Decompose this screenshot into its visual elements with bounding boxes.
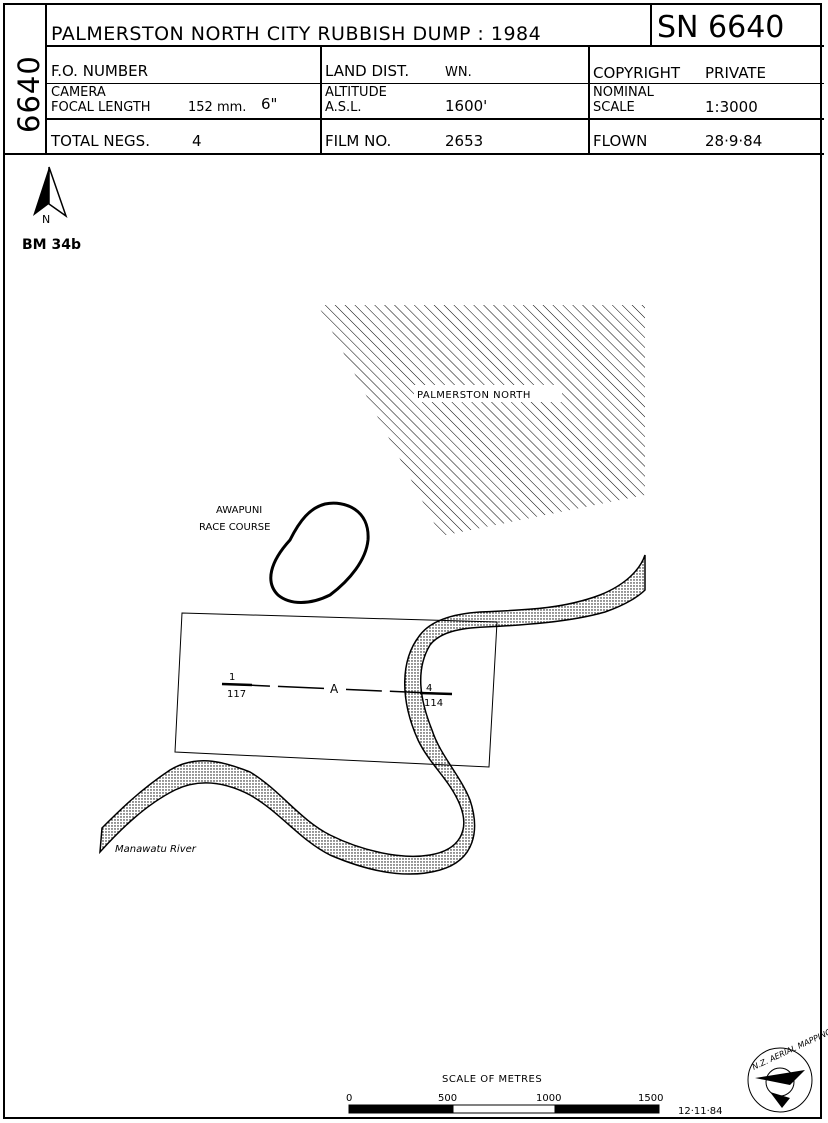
strip-start-top: 1 [229, 672, 235, 683]
north-arrow-icon: N [33, 166, 68, 226]
strip-end-top: 4 [426, 683, 432, 694]
scale-bar: SCALE OF METRES 0 500 1000 1500 [346, 1074, 663, 1114]
city-area [318, 305, 645, 536]
divider [650, 5, 652, 47]
city-label: PALMERSTON NORTH [417, 390, 531, 401]
land-dist-value: WN. [445, 65, 472, 80]
map-sheet: 6640 PALMERSTON NORTH CITY RUBBISH DUMP … [3, 3, 824, 1119]
divider [45, 45, 824, 47]
nominal-label: NOMINAL [593, 85, 654, 100]
sheet-id: SN 6640 [657, 10, 785, 45]
flight-strip: A 1 117 4 114 [221, 672, 453, 709]
total-negs-label: TOTAL NEGS. [51, 132, 150, 150]
fo-number-label: F.O. NUMBER [51, 62, 149, 80]
river [99, 554, 646, 875]
river-label: Manawatu River [115, 844, 197, 855]
strip-start-bottom: 117 [227, 689, 246, 700]
land-dist-label: LAND DIST. [325, 62, 410, 80]
photo-coverage-box [174, 612, 498, 768]
film-no-value: 2653 [445, 132, 484, 150]
north-label: N [42, 213, 50, 226]
altitude-label: ALTITUDE [325, 85, 387, 100]
focal-length-inch: 6" [261, 95, 278, 113]
scale-title: SCALE OF METRES [442, 1074, 542, 1085]
flown-label: FLOWN [593, 132, 648, 150]
divider [45, 83, 824, 84]
scale-tick-1500: 1500 [638, 1093, 663, 1104]
issue-date: 12·11·84 [678, 1106, 723, 1117]
divider [588, 45, 590, 155]
benchmark-label: BM 34b [22, 237, 81, 253]
flown-value: 28·9·84 [705, 132, 763, 150]
divider [320, 45, 322, 155]
divider [45, 5, 47, 155]
divider [5, 153, 824, 155]
film-no-label: FILM NO. [325, 132, 392, 150]
strip-letter: A [330, 682, 339, 696]
scale-tick-1000: 1000 [536, 1093, 561, 1104]
racecourse-label-2: RACE COURSE [199, 522, 270, 533]
focal-length-value: 152 mm. [188, 100, 247, 115]
header-table: 6640 PALMERSTON NORTH CITY RUBBISH DUMP … [5, 5, 824, 155]
copyright-label: COPYRIGHT [593, 64, 681, 82]
scale-value: 1:3000 [705, 98, 758, 116]
camera-label: CAMERA [51, 85, 106, 100]
altitude-value: 1600' [445, 97, 488, 115]
strip-end-bottom: 114 [424, 698, 443, 709]
scale-tick-500: 500 [438, 1093, 457, 1104]
focal-length-label: FOCAL LENGTH [51, 100, 151, 115]
total-negs-value: 4 [192, 132, 202, 150]
racecourse-label-1: AWAPUNI [216, 505, 262, 516]
aerial-mapping-logo: N.Z. AERIAL MAPPING LTD [747, 1020, 828, 1113]
scale-label: SCALE [593, 100, 635, 115]
racecourse-track [269, 501, 370, 604]
sheet-title: PALMERSTON NORTH CITY RUBBISH DUMP : 198… [51, 23, 542, 45]
asl-label: A.S.L. [325, 100, 362, 115]
copyright-value: PRIVATE [705, 64, 766, 82]
scale-tick-0: 0 [346, 1093, 352, 1104]
city-label-bg [414, 385, 562, 402]
divider [45, 118, 824, 120]
